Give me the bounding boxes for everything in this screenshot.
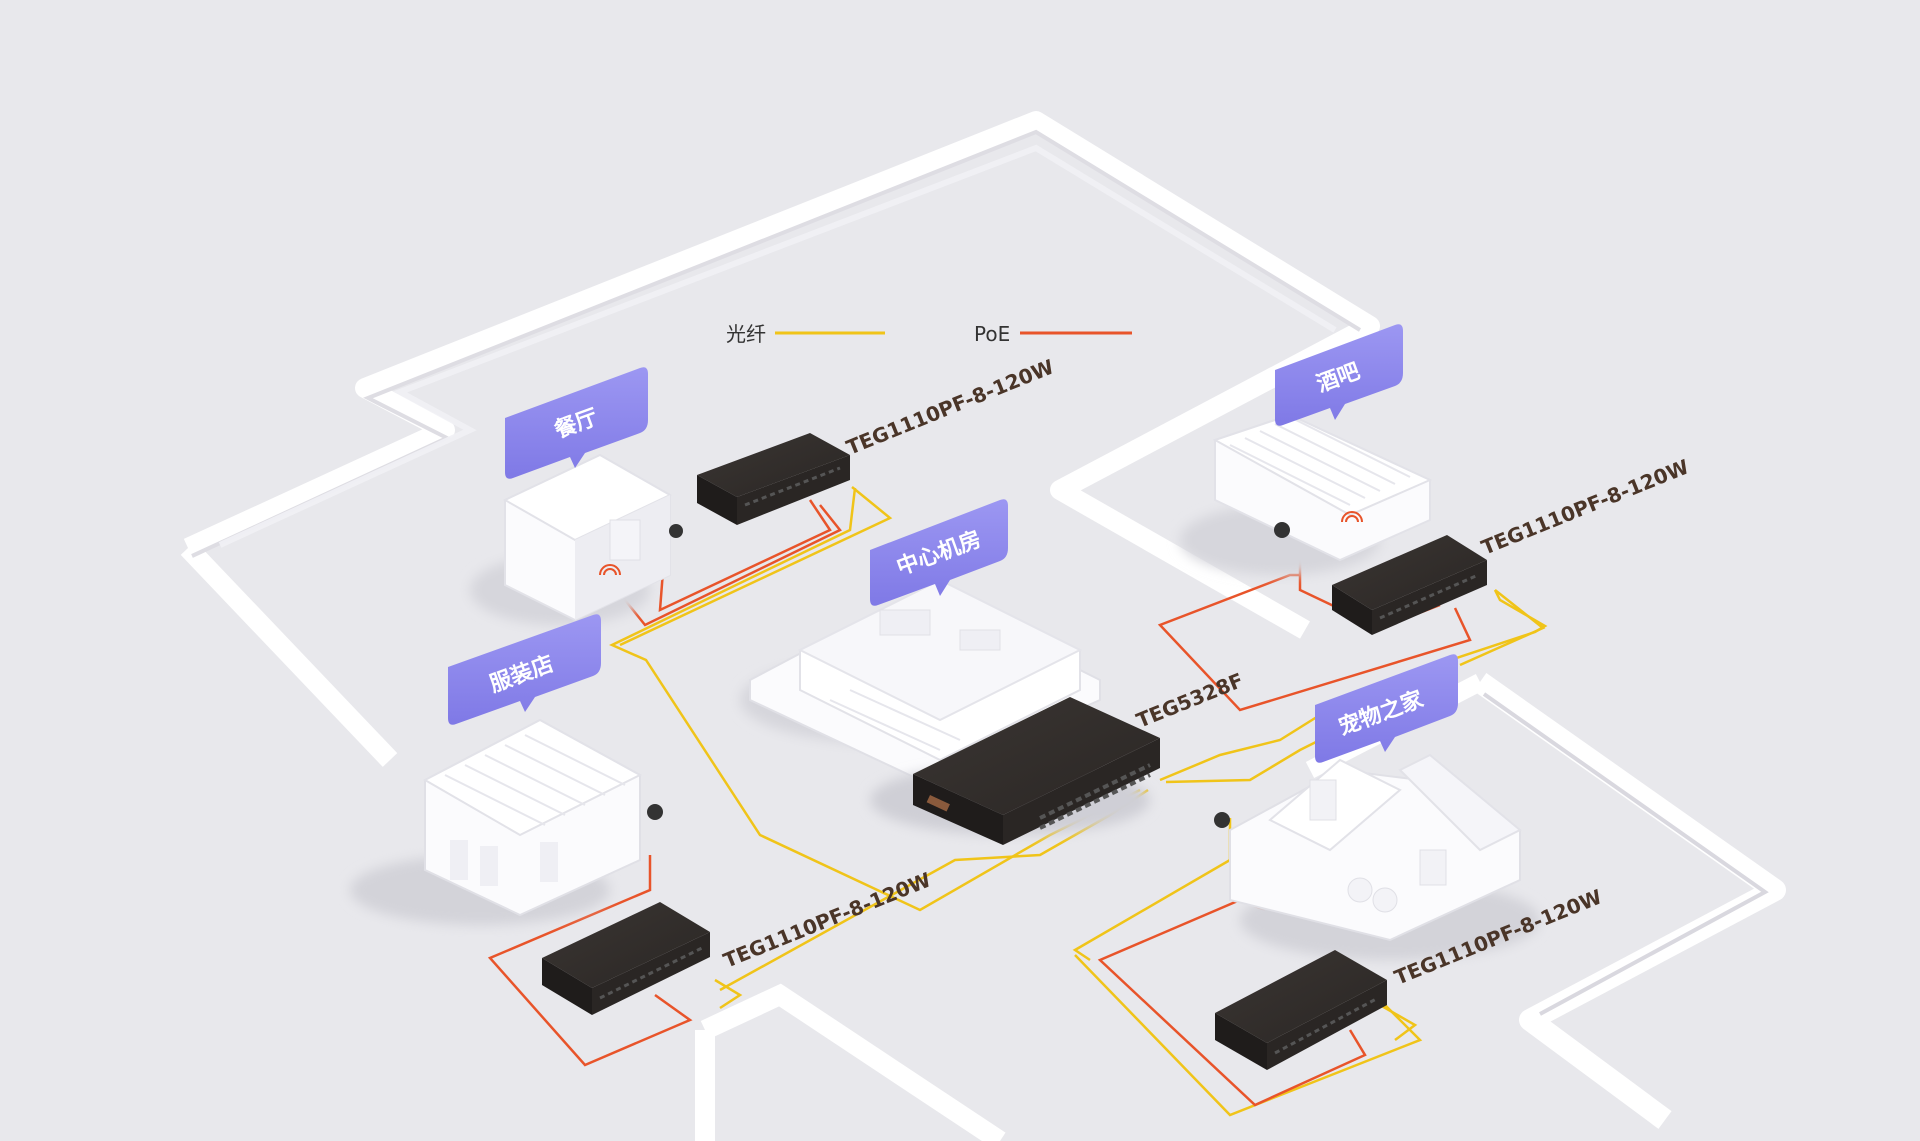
- camera-icon: [1214, 812, 1230, 828]
- legend-poe-label: PoE: [974, 322, 1010, 346]
- clothing-switch-label: TEG1110PF-8-120W: [720, 867, 934, 972]
- camera-icon: [669, 524, 683, 538]
- bubble-pet: 宠物之家: [1315, 654, 1458, 763]
- bar-building: [1180, 413, 1433, 575]
- bubble-bar: 酒吧: [1275, 324, 1403, 426]
- wifi-icon: [1341, 511, 1363, 523]
- clothing-store-building: [350, 718, 663, 925]
- pet-home-building: [1214, 753, 1540, 960]
- bubble-restaurant: 餐厅: [505, 367, 648, 479]
- core-switch: TEG5328F: [870, 668, 1247, 845]
- bar-switch-label: TEG1110PF-8-120W: [1478, 454, 1692, 559]
- restaurant-switch-label: TEG1110PF-8-120W: [843, 354, 1057, 459]
- camera-icon: [647, 804, 663, 820]
- restaurant-building: [470, 453, 683, 625]
- wifi-icon: [599, 564, 621, 576]
- camera-icon: [1274, 522, 1290, 538]
- legend: 光纤 PoE: [726, 322, 1132, 346]
- legend-fiber-label: 光纤: [726, 322, 766, 346]
- bubble-datacenter: 中心机房: [870, 499, 1008, 606]
- bubble-clothing: 服装店: [448, 614, 601, 725]
